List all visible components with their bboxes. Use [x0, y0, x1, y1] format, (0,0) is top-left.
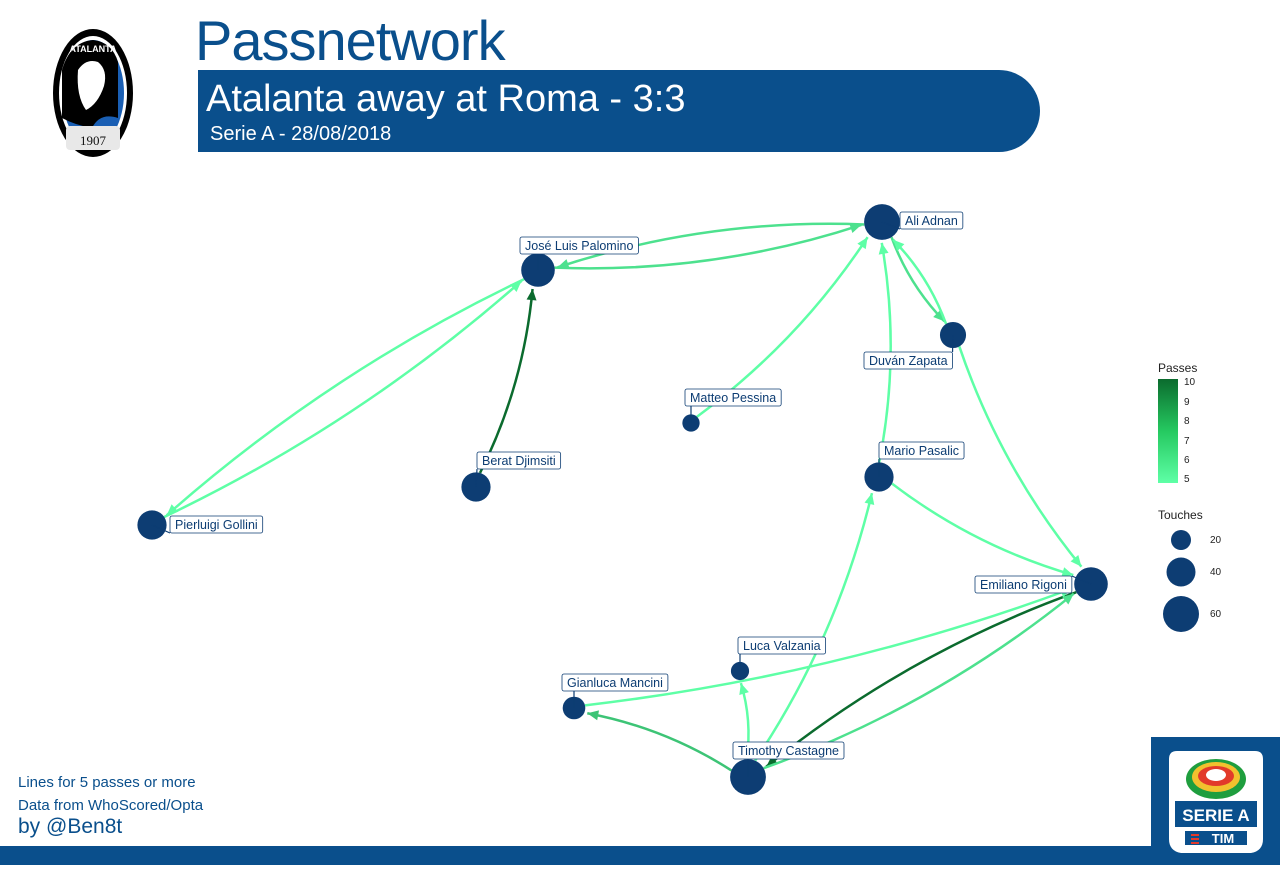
pass-edge-zapata-adnan — [893, 240, 946, 324]
passes-tick: 5 — [1184, 474, 1190, 485]
crest-text-bottom: 1907 — [80, 133, 107, 148]
pass-arrowhead-castagne-valzania — [739, 683, 749, 695]
passes-tick: 7 — [1184, 436, 1190, 447]
pass-edge-pasalic-rigoni — [892, 484, 1073, 576]
match-title: Atalanta away at Roma - 3:3 — [206, 78, 685, 121]
competition-date: Serie A - 28/08/2018 — [210, 123, 391, 146]
player-label-pasalic: Mario Pasalic — [884, 444, 959, 458]
pass-edge-castagne-mancini — [587, 713, 731, 770]
page-title: Passnetwork — [195, 8, 505, 73]
passes-tick: 9 — [1184, 397, 1190, 408]
touches-legend-title: Touches — [1158, 508, 1203, 522]
player-label-rigoni: Emiliano Rigoni — [980, 578, 1067, 592]
touches-tick: 40 — [1210, 567, 1221, 578]
tim-text: TIM — [1212, 831, 1234, 846]
player-label-adnan: Ali Adnan — [905, 214, 958, 228]
pass-edge-adnan-zapata — [892, 237, 945, 321]
player-label-djimsiti: Berat Djimsiti — [482, 454, 556, 468]
touches-legend — [1163, 530, 1199, 632]
player-label-palomino: José Luis Palomino — [525, 239, 633, 253]
crest-text-top: ATALANTA — [70, 44, 117, 54]
footnote-threshold: Lines for 5 passes or more — [18, 774, 196, 791]
footnote-source: Data from WhoScored/Opta — [18, 797, 203, 814]
passes-tick: 10 — [1184, 377, 1195, 388]
passes-legend-title: Passes — [1158, 361, 1197, 375]
player-label-valzania: Luca Valzania — [743, 639, 821, 653]
touches-tick: 60 — [1210, 609, 1221, 620]
player-label-gollini: Pierluigi Gollini — [175, 518, 258, 532]
player-nodes — [137, 204, 1107, 795]
pass-edge-castagne-pasalic — [755, 493, 872, 760]
passes-colorbar — [1158, 379, 1178, 483]
touches-tick: 20 — [1210, 535, 1221, 546]
passes-tick: 6 — [1184, 455, 1190, 466]
touches-legend-circle-20 — [1171, 530, 1191, 550]
touches-legend-circle-40 — [1167, 558, 1196, 587]
touches-legend-circle-60 — [1163, 596, 1199, 632]
serie-a-text: SERIE A — [1182, 806, 1249, 825]
pass-edge-zapata-rigoni — [959, 346, 1081, 566]
player-label-mancini: Gianluca Mancini — [567, 676, 663, 690]
pass-arrowhead-pasalic-adnan — [879, 243, 889, 255]
pass-arrowhead-adnan-palomino — [558, 259, 570, 269]
passes-tick: 8 — [1184, 416, 1190, 427]
author-credit: by @Ben8t — [18, 815, 122, 839]
player-label-castagne: Timothy Castagne — [738, 744, 839, 758]
player-label-zapata: Duván Zapata — [869, 354, 948, 368]
bottom-bar — [0, 846, 1280, 865]
pass-arrowhead-castagne-mancini — [587, 710, 599, 720]
pass-arrowhead-pessina-adnan — [857, 237, 867, 249]
passes-legend — [1158, 379, 1178, 483]
serie-a-tim-logo-icon: SERIE A TIM — [1151, 737, 1280, 865]
pass-edge-rigoni-castagne — [766, 592, 1076, 767]
pass-edge-djimsiti-palomino — [480, 289, 533, 473]
player-label-pessina: Matteo Pessina — [690, 391, 776, 405]
atalanta-crest-icon: ATALANTA 1907 — [53, 29, 133, 157]
serie-a-logo-box: SERIE A TIM — [1151, 737, 1280, 865]
